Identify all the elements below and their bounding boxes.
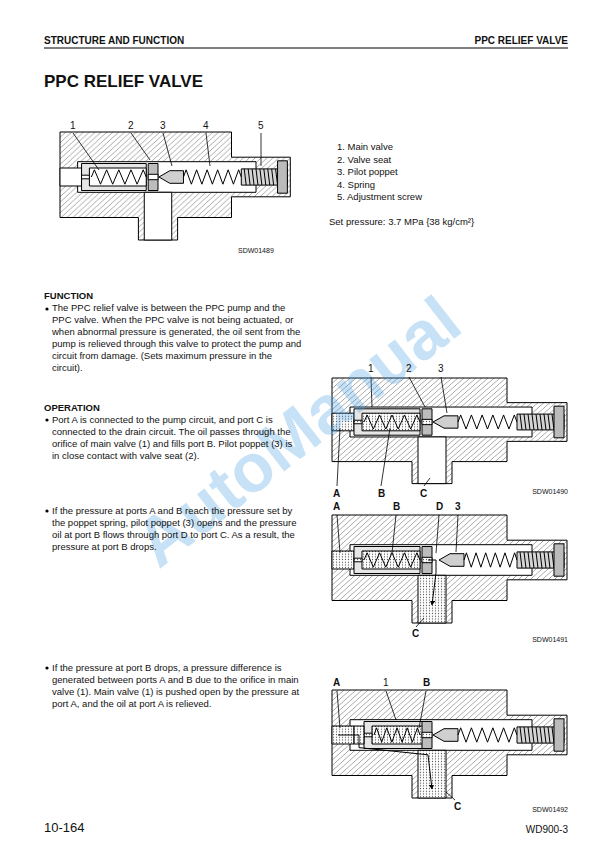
- model-code: WD900-3: [526, 824, 568, 836]
- port-label: A: [333, 501, 340, 513]
- section-heading: FUNCTION: [44, 290, 93, 301]
- page-title: PPC RELIEF VALVE: [44, 72, 203, 92]
- bullet: [45, 307, 48, 310]
- leader-line: [131, 133, 150, 160]
- port-label: C: [420, 488, 427, 500]
- leader-line: [392, 515, 396, 553]
- callout-number: 2: [128, 120, 134, 132]
- header-text: PPC RELIEF VALVE: [474, 35, 568, 47]
- port-label: B: [423, 677, 430, 689]
- bullet: [45, 418, 48, 421]
- body-text: If the pressure at port B drops, a press…: [52, 662, 302, 710]
- leader-line: [206, 133, 210, 166]
- leader-line: [419, 691, 426, 728]
- figure-code: SDW01492: [532, 806, 568, 814]
- port-label: B: [393, 501, 400, 513]
- port-label: A: [333, 677, 340, 689]
- spec-note: Set pressure: 3.7 MPa {38 kg/cm²}: [329, 216, 474, 227]
- port-label: C: [454, 801, 461, 813]
- part-name: 4. Spring: [337, 179, 375, 190]
- figure-code: SDW01489: [238, 247, 274, 255]
- callout-number: 3: [455, 501, 461, 513]
- leader-line: [441, 377, 447, 413]
- valve-section: [332, 690, 567, 798]
- callout-number: 3: [160, 120, 166, 132]
- header-text: STRUCTURE AND FUNCTION: [44, 35, 184, 47]
- leader-line: [456, 515, 458, 552]
- part-name: 1. Main valve: [337, 141, 393, 152]
- port-label: A: [333, 488, 340, 500]
- part-name: 5. Adjustment screw: [337, 191, 422, 202]
- callout-number: 1: [368, 363, 374, 375]
- leader-line: [381, 428, 390, 486]
- callout-number: 1: [383, 677, 389, 689]
- port-label: C: [412, 628, 419, 640]
- leader-line: [261, 133, 262, 166]
- body-text: Port A is connected to the pump circuit,…: [52, 414, 302, 462]
- valve-section: [332, 515, 567, 623]
- leader-line: [73, 133, 99, 170]
- figure-code: SDW01491: [532, 636, 568, 644]
- figure-code: SDW01490: [532, 488, 568, 496]
- leader-line: [416, 618, 424, 627]
- callout-number: 4: [203, 120, 209, 132]
- part-name: 2. Valve seat: [337, 154, 391, 165]
- leader-line: [386, 691, 396, 720]
- part-name: 3. Pilot poppet: [337, 166, 398, 177]
- port-label: B: [378, 488, 385, 500]
- callout-number: 3: [438, 363, 444, 375]
- port-label: D: [436, 501, 443, 513]
- leader-line: [163, 133, 172, 166]
- header-rule: [44, 48, 568, 49]
- body-text: The PPC relief valve is between the PPC …: [52, 302, 302, 374]
- valve-section: [60, 132, 290, 240]
- body-text: If the pressure at ports A and B reach t…: [52, 505, 302, 553]
- bullet: [45, 509, 48, 512]
- bullet: [45, 666, 48, 669]
- page-number: 10-164: [44, 820, 84, 836]
- leader-line: [424, 478, 430, 486]
- leader-line: [446, 792, 455, 800]
- leader-line: [337, 515, 340, 553]
- section-heading: OPERATION: [44, 402, 100, 413]
- callout-number: 5: [258, 120, 264, 132]
- leader-line: [337, 691, 340, 728]
- callout-number: 2: [406, 363, 412, 375]
- leader-line: [436, 515, 439, 553]
- callout-number: 1: [70, 120, 76, 132]
